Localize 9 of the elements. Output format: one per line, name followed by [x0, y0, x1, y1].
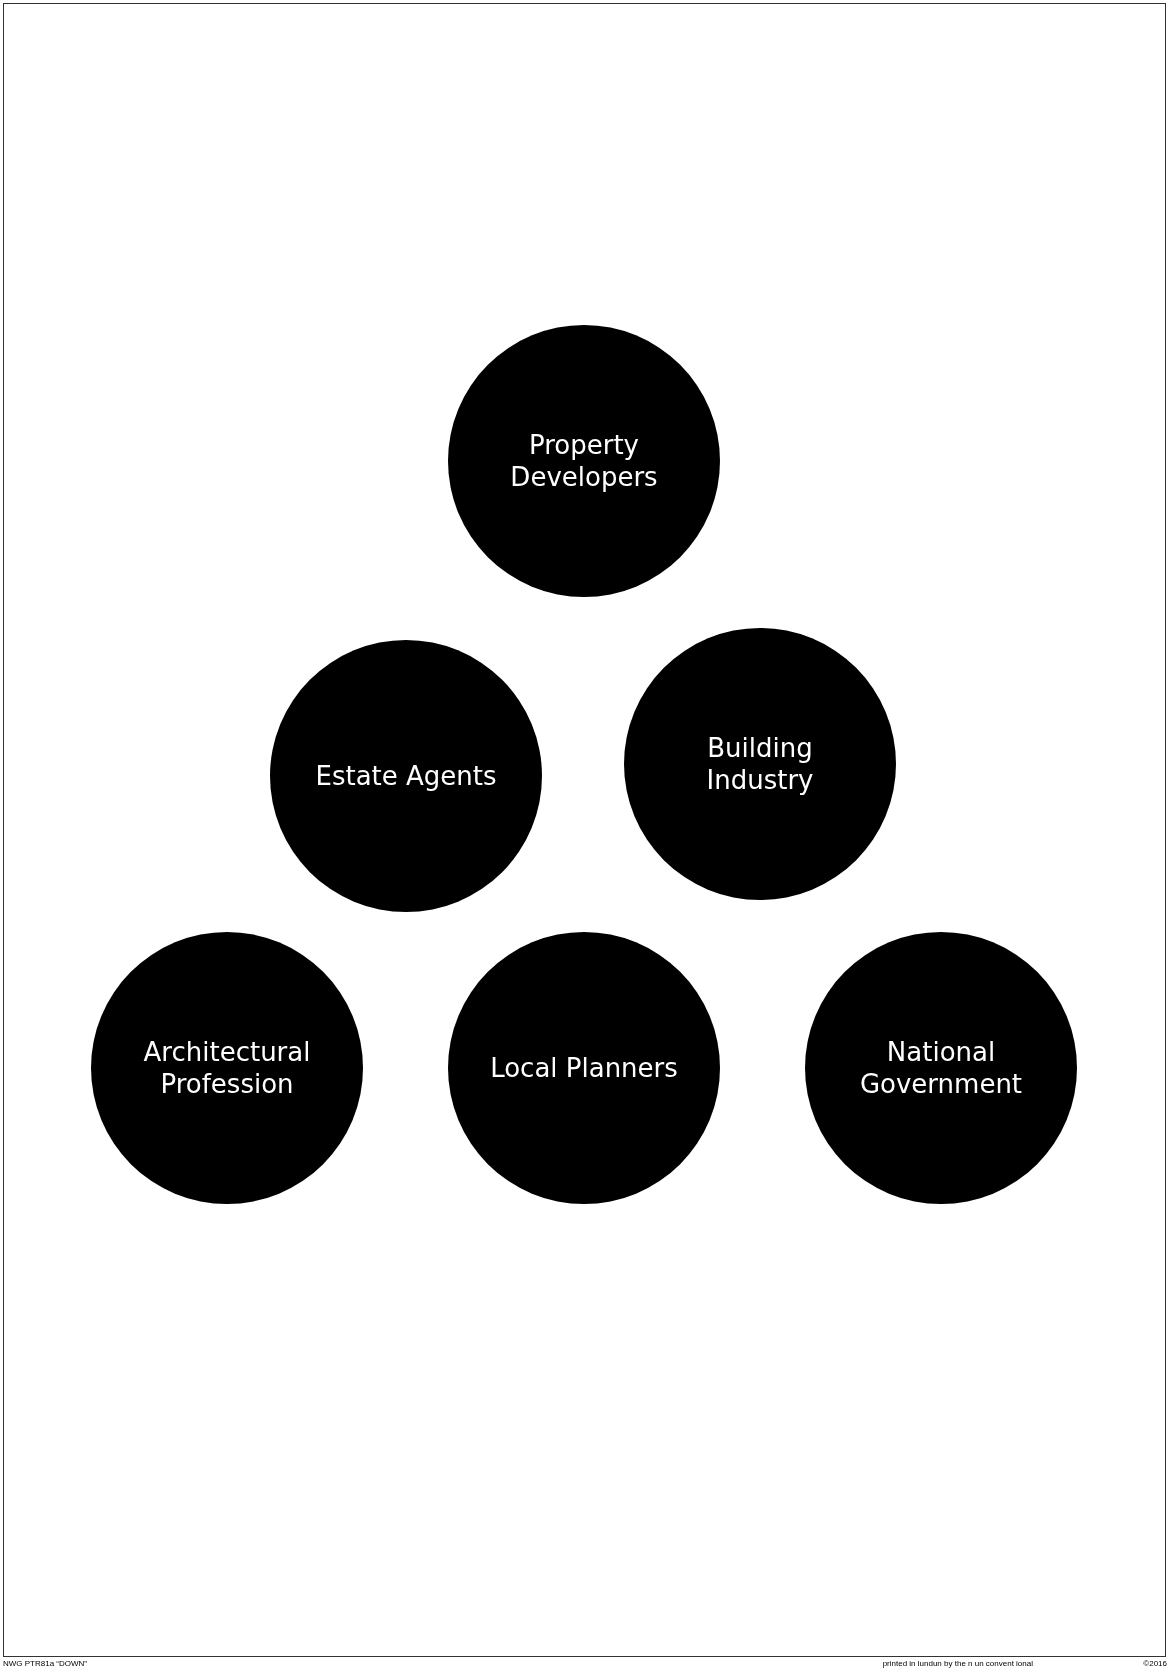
node-label: Local Planners: [490, 1052, 678, 1084]
node-label: Estate Agents: [315, 760, 497, 792]
footer-text: ©2016: [1143, 1659, 1167, 1668]
node-label: National Government: [858, 1036, 1024, 1100]
node-label: Property Developers: [509, 429, 659, 493]
footer-text: printed in lundun by the n un convent ional: [882, 1659, 1033, 1668]
node-label: Architectural Profession: [142, 1036, 312, 1100]
node-label: Building Industry: [705, 732, 815, 796]
footer-text: NWG PTR81a “DOWN”: [3, 1659, 87, 1668]
